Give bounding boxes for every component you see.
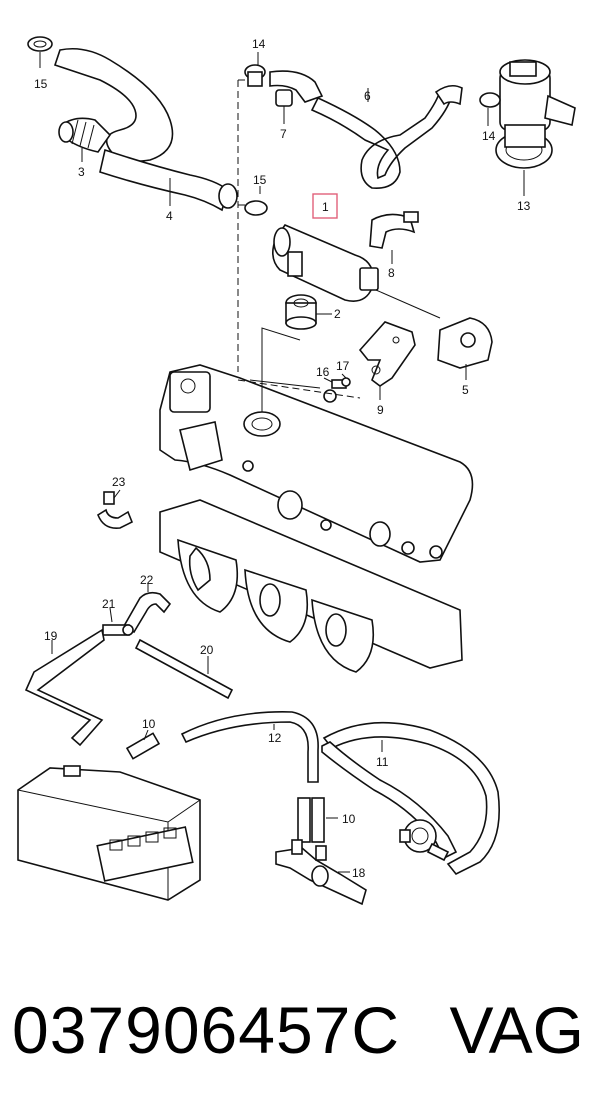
hose-3 (58, 117, 112, 153)
callout-13: 13 (517, 199, 531, 213)
callout-2: 2 (334, 307, 341, 321)
valve-18 (275, 839, 367, 906)
valve-13 (495, 59, 576, 169)
hose-12 (180, 711, 319, 783)
callout-labels: 1 15 3 4 14 7 6 14 13 15 8 2 5 9 16 17 2… (34, 37, 531, 880)
bracket-9 (358, 321, 416, 387)
callout-12: 12 (268, 731, 282, 745)
callout-5: 5 (462, 383, 469, 397)
callout-14-top: 14 (252, 37, 266, 51)
callout-1: 1 (322, 200, 329, 214)
clip-23 (97, 491, 134, 530)
valve-14-top (244, 64, 266, 87)
callout-19: 19 (44, 629, 58, 643)
callout-4: 4 (166, 209, 173, 223)
hose-20 (134, 638, 234, 700)
ecu-box (17, 765, 201, 901)
footer: 037906457C VAG (0, 975, 600, 1085)
clamp-15-left (27, 36, 53, 52)
hose-10-right (297, 797, 325, 843)
callout-15-left: 15 (34, 77, 48, 91)
callout-16: 16 (316, 365, 330, 379)
parts-diagram: 1 15 3 4 14 7 6 14 13 15 8 2 5 9 16 17 2… (17, 36, 576, 906)
callout-20: 20 (200, 643, 214, 657)
callout-21: 21 (102, 597, 116, 611)
connector-21 (102, 624, 134, 636)
reference-lines (237, 79, 441, 412)
callout-17: 17 (336, 359, 350, 373)
intake-manifold (159, 364, 474, 673)
cap-7 (275, 89, 293, 107)
callout-11: 11 (376, 755, 389, 769)
leader-lines (39, 52, 525, 873)
brand: VAG (449, 993, 584, 1067)
grommet-2 (285, 294, 317, 330)
callout-3: 3 (78, 165, 85, 179)
callout-9: 9 (377, 403, 384, 417)
callout-14-right: 14 (482, 129, 496, 143)
pressure-regulator (399, 819, 450, 862)
hose-19 (24, 628, 105, 747)
clamp-15-centre (244, 200, 268, 216)
callout-7: 7 (280, 127, 287, 141)
callout-23: 23 (112, 475, 126, 489)
part-number: 037906457C (12, 993, 401, 1067)
hose-22 (122, 591, 172, 634)
callout-6: 6 (364, 89, 371, 103)
callout-10-right: 10 (342, 812, 356, 826)
hose-4 (53, 47, 238, 212)
callout-22: 22 (140, 573, 154, 587)
hose-11 (321, 721, 500, 876)
hose-10-left (125, 732, 161, 760)
mount-5 (437, 317, 493, 369)
hose-6 (269, 70, 463, 189)
clamp-14-right (479, 92, 501, 108)
washer-17 (341, 377, 351, 387)
highlight-box-1 (312, 193, 338, 219)
callout-8: 8 (388, 266, 395, 280)
callout-18: 18 (352, 866, 366, 880)
callout-10-left: 10 (142, 717, 156, 731)
callout-15-centre: 15 (253, 173, 267, 187)
clip-8 (369, 211, 419, 249)
valve-1 (272, 224, 379, 302)
